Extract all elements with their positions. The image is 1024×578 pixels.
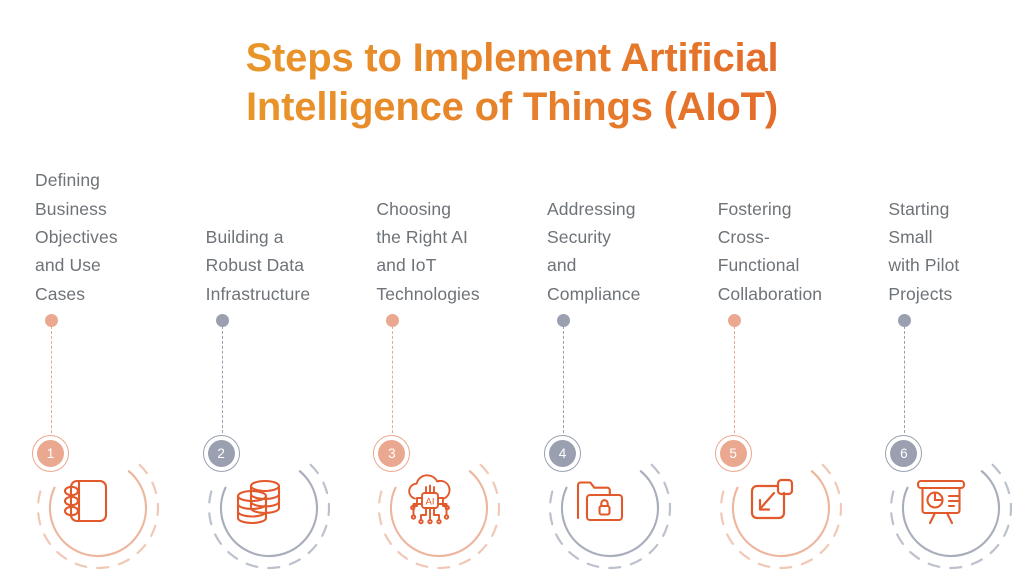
page-title: Steps to Implement Artificial Intelligen… (0, 34, 1024, 132)
step-dot (557, 314, 571, 327)
step-badge[interactable]: 5 (714, 435, 752, 472)
step-ring (711, 438, 851, 578)
step-badge[interactable]: 4 (544, 435, 582, 472)
step-label: Addressing Security and Compliance (547, 198, 641, 304)
step-ring (369, 438, 509, 578)
step-badge[interactable]: 1 (32, 435, 69, 472)
step-number: 2 (207, 440, 235, 467)
step-dot (898, 314, 912, 327)
svg-text:AI: AI (426, 496, 435, 507)
step-connector (563, 326, 565, 438)
folder-lock-icon (569, 470, 631, 532)
step-dot (45, 314, 58, 327)
step-item: Choosing the Right AI and IoT Technologi… (341, 150, 512, 570)
step-ring (199, 438, 339, 578)
steps-row: Defining Business Objectives and Use Cas… (0, 150, 1024, 570)
step-label: Starting Small with Pilot Projects (888, 198, 960, 304)
step-item: Addressing Security and Compliance 4 (512, 150, 683, 570)
step-connector (733, 326, 735, 438)
step-badge[interactable]: 6 (885, 435, 923, 472)
step-ring (540, 438, 680, 578)
step-dot (727, 314, 741, 327)
step-badge[interactable]: 3 (373, 435, 411, 472)
step-item: Building a Robust Data Infrastructure 2 (171, 150, 342, 570)
step-ring (881, 438, 1021, 578)
step-number: 1 (37, 440, 64, 467)
step-number: 4 (549, 440, 577, 467)
share-arrow-square-icon (740, 470, 802, 532)
step-connector (392, 326, 394, 438)
step-number: 6 (890, 440, 918, 467)
step-label: Fostering Cross- Functional Collaboratio… (717, 198, 823, 304)
step-label: Defining Business Objectives and Use Cas… (35, 170, 118, 304)
step-badge[interactable]: 2 (202, 435, 240, 472)
step-dot (386, 314, 400, 327)
step-number: 3 (378, 440, 406, 467)
step-number: 5 (719, 440, 747, 467)
database-stack-icon (228, 470, 290, 532)
presentation-chart-icon (910, 470, 972, 532)
ai-cloud-chip-icon: AI (398, 470, 460, 532)
step-connector (904, 326, 906, 438)
step-item: Starting Small with Pilot Projects 6 (853, 150, 1024, 570)
step-label: Choosing the Right AI and IoT Technologi… (376, 198, 480, 304)
step-item: Defining Business Objectives and Use Cas… (0, 150, 171, 570)
step-ring (28, 438, 168, 578)
step-item: Fostering Cross- Functional Collaboratio… (683, 150, 854, 570)
step-dot (215, 314, 229, 327)
step-label: Building a Robust Data Infrastructure (205, 226, 311, 304)
step-connector (51, 326, 52, 438)
step-connector (221, 326, 223, 438)
notebook-icon (57, 470, 119, 532)
